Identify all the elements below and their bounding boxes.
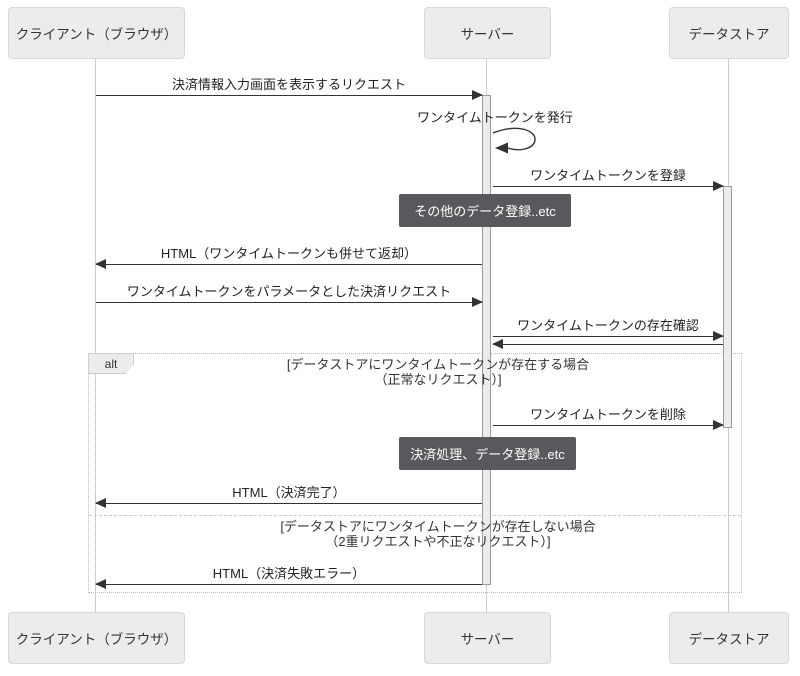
message-register-token: ワンタイムトークンを登録	[493, 168, 724, 191]
arrow-right	[96, 90, 483, 100]
message-label: HTML（ワンタイムトークンも併せて返却）	[160, 246, 418, 261]
message-issue-token: ワンタイムトークンを発行	[417, 110, 573, 125]
message-label: ワンタイムトークンをパラメータとした決済リクエスト	[126, 284, 452, 299]
arrowhead-right-icon	[713, 181, 724, 191]
message-label: ワンタイムトークンを削除	[530, 407, 686, 422]
arrow-left	[95, 579, 482, 589]
participant-client-label: クライアント（ブラウザ）	[15, 632, 178, 647]
message-return-html-with-token: HTML（ワンタイムトークンも併せて返却）	[95, 246, 482, 269]
participant-datastore-top: データストア	[669, 7, 789, 59]
arrowhead-left-icon	[95, 579, 106, 589]
arrowhead-right-icon	[472, 90, 483, 100]
arrow-left	[95, 259, 482, 269]
alt-condition-line: [データストアにワンタイムトークンが存在しない場合	[280, 519, 596, 534]
participant-datastore-label: データストア	[688, 632, 770, 647]
alt-label: alt	[104, 356, 118, 371]
participant-client-label: クライアント（ブラウザ）	[15, 27, 178, 42]
activation-datastore	[723, 186, 732, 428]
note-payment-processing: 決済処理、データ登録..etc	[399, 437, 576, 470]
participant-client-top: クライアント（ブラウザ）	[8, 7, 185, 59]
activation-server	[482, 95, 491, 585]
arrow-right	[493, 420, 724, 430]
message-label: HTML（決済完了）	[232, 485, 346, 500]
message-payment-request-with-token: ワンタイムトークンをパラメータとした決済リクエスト	[96, 284, 483, 307]
arrowhead-right-icon	[713, 420, 724, 430]
alt-frame: alt	[88, 353, 742, 593]
message-check-token-exists: ワンタイムトークンの存在確認	[493, 318, 724, 341]
message-label: HTML（決済失敗エラー）	[212, 566, 366, 581]
alt-condition-line: （正常なリクエスト）]	[374, 372, 502, 387]
alt-label-tab: alt	[88, 353, 134, 374]
arrow-left	[95, 498, 482, 508]
self-loop-arrow-icon	[492, 127, 536, 154]
message-label: ワンタイムトークンの存在確認	[517, 318, 699, 333]
message-check-token-return-arrow	[492, 339, 723, 349]
alt-else-divider	[89, 515, 741, 516]
arrowhead-right-icon	[713, 331, 724, 341]
arrowhead-left-icon	[95, 259, 106, 269]
participant-server-label: サーバー	[460, 632, 515, 647]
message-label: 決済情報入力画面を表示するリクエスト	[171, 77, 406, 92]
participant-server-bottom: サーバー	[424, 612, 551, 664]
alt-condition-line: （2重リクエストや不正なリクエスト）]	[325, 534, 551, 549]
arrowhead-left-icon	[95, 498, 106, 508]
participant-datastore-label: データストア	[688, 27, 770, 42]
message-delete-token: ワンタイムトークンを削除	[493, 407, 724, 430]
arrow-right	[96, 297, 483, 307]
message-html-payment-complete: HTML（決済完了）	[95, 485, 482, 508]
message-request-payment-screen: 決済情報入力画面を表示するリクエスト	[96, 77, 483, 100]
arrow-right	[493, 331, 724, 341]
note-other-data-registration: その他のデータ登録..etc	[399, 194, 571, 227]
arrow-right	[493, 181, 724, 191]
alt-condition-not-exists: [データストアにワンタイムトークンが存在しない場合 （2重リクエストや不正なリク…	[88, 519, 788, 549]
lifeline-client	[95, 59, 96, 612]
arrowhead-left-icon	[492, 339, 503, 349]
alt-condition-line: [データストアにワンタイムトークンが存在する場合	[286, 357, 590, 372]
alt-condition-exists: [データストアにワンタイムトークンが存在する場合 （正常なリクエスト）]	[88, 357, 788, 387]
arrowhead-right-icon	[472, 297, 483, 307]
participant-server-label: サーバー	[460, 27, 515, 42]
participant-datastore-bottom: データストア	[669, 612, 789, 664]
message-label: ワンタイムトークンを登録	[530, 168, 686, 183]
participant-server-top: サーバー	[424, 7, 551, 59]
participant-client-bottom: クライアント（ブラウザ）	[8, 612, 185, 664]
message-html-payment-error: HTML（決済失敗エラー）	[95, 566, 482, 589]
